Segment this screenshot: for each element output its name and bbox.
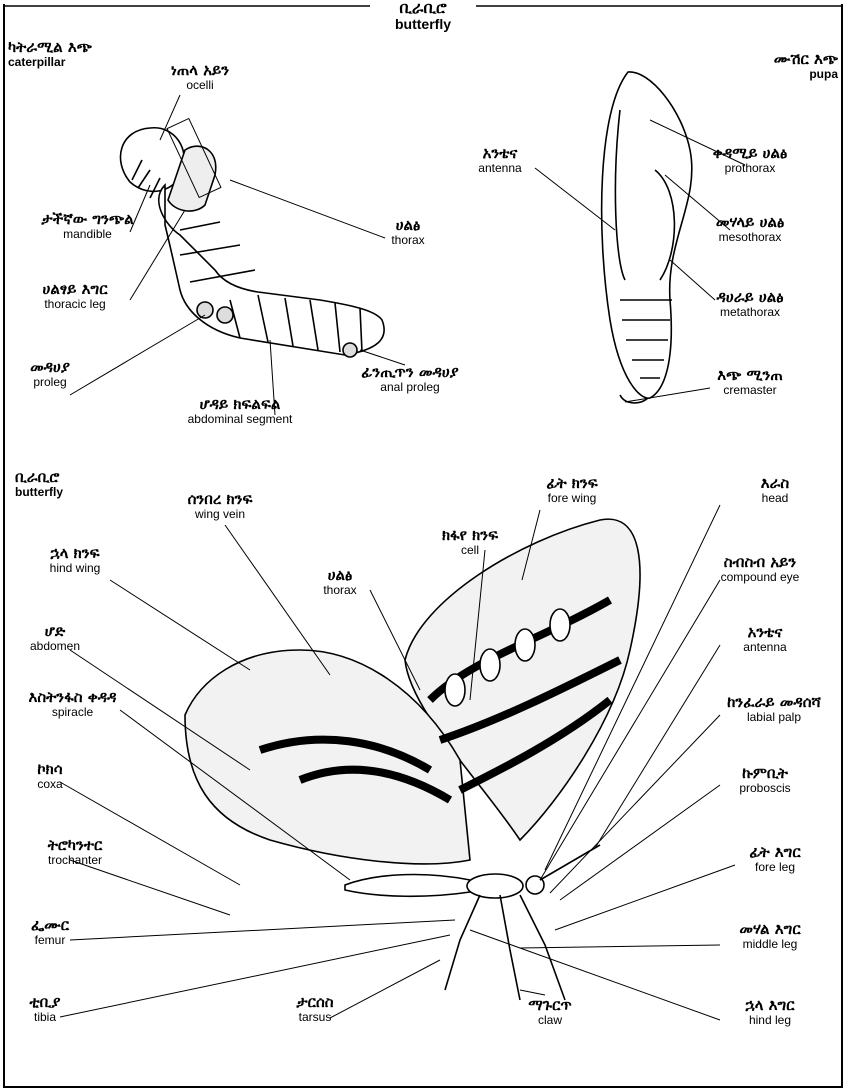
label-hind-leg: ኋላ እግር hind leg — [720, 998, 820, 1026]
label-wing-vein: ሰንበረ ክንፍ wing vein — [160, 492, 280, 520]
pupa-heading: ሙሽር እጭ pupa — [700, 52, 838, 80]
label-femur: ፌሙር femur — [20, 918, 80, 946]
label-anal-proleg: ፊንጢጥን መዳሀያ anal proleg — [345, 365, 475, 393]
label-coxa: ኮክሳ coxa — [20, 762, 80, 790]
label-tarsus: ታርሰስ tarsus — [270, 995, 360, 1023]
thorax — [467, 874, 523, 898]
label-caterpillar-thorax: ሀልፅ thorax — [378, 218, 438, 246]
label-head: እራስ head — [745, 476, 805, 504]
caterpillar-heading: ካትራሚል እጭ caterpillar — [8, 40, 92, 68]
label-mandible: ታችኛው ግንጭል mandible — [20, 212, 155, 240]
pupa-drawing — [602, 72, 692, 403]
label-proboscis: ኩምቢት proboscis — [720, 766, 810, 794]
label-butterfly-thorax: ሀልፅ thorax — [310, 568, 370, 596]
label-proleg: መዳሀያ proleg — [15, 360, 85, 388]
label-butterfly-antenna: አንቴና antenna — [725, 625, 805, 653]
label-prothorax: ቀዳሚይ ሀልፅ prothorax — [690, 146, 810, 174]
label-cremaster: እጭ ሚንጠ cremaster — [695, 368, 805, 396]
main-title: ቢራቢሮ butterfly — [360, 0, 486, 31]
label-labial-palp: ከንፈራይ መዳሰሻ labial palp — [705, 695, 843, 723]
abdomen — [345, 875, 470, 897]
label-metathorax: ዳሀራይ ሀልፅ metathorax — [690, 290, 810, 318]
label-compound-eye: ስብስብ አይን compound eye — [700, 555, 820, 583]
label-fore-wing: ፊት ክንፍ fore wing — [522, 476, 622, 504]
label-tibia: ቲቢያ tibia — [15, 995, 75, 1023]
label-trochanter: ትሮካንተር trochanter — [25, 838, 125, 866]
butterfly-heading: ቢራቢሮ butterfly — [15, 470, 63, 498]
label-fore-leg: ፊት እግር fore leg — [725, 845, 825, 873]
label-ocelli: ነጠላ አይን ocelli — [145, 63, 255, 91]
label-abdomen: ሆድ abdomen — [20, 624, 90, 652]
label-claw: ማጉርጥ claw — [515, 998, 585, 1026]
label-mesothorax: መሃላይ ሀልፅ mesothorax — [690, 215, 810, 243]
label-middle-leg: መሃል እግር middle leg — [720, 922, 820, 950]
label-abdominal-segment: ሆዳይ ክፍልፍል abdominal segment — [160, 397, 320, 425]
label-spiracle: እስትንፋስ ቀዳዳ spiracle — [5, 690, 140, 718]
label-hind-wing: ኋላ ክንፍ hind wing — [25, 546, 125, 574]
main-title-english: butterfly — [360, 17, 486, 32]
label-thoracic-leg: ሀልፃይ እግር thoracic leg — [15, 282, 135, 310]
caterpillar-drawing — [120, 118, 384, 357]
label-cell: ክፋየ ክንፍ cell — [420, 528, 520, 556]
adult-butterfly-drawing — [185, 519, 640, 1000]
label-pupa-antenna: አንቴና antenna — [460, 146, 540, 174]
main-title-amharic: ቢራቢሮ — [360, 0, 486, 17]
